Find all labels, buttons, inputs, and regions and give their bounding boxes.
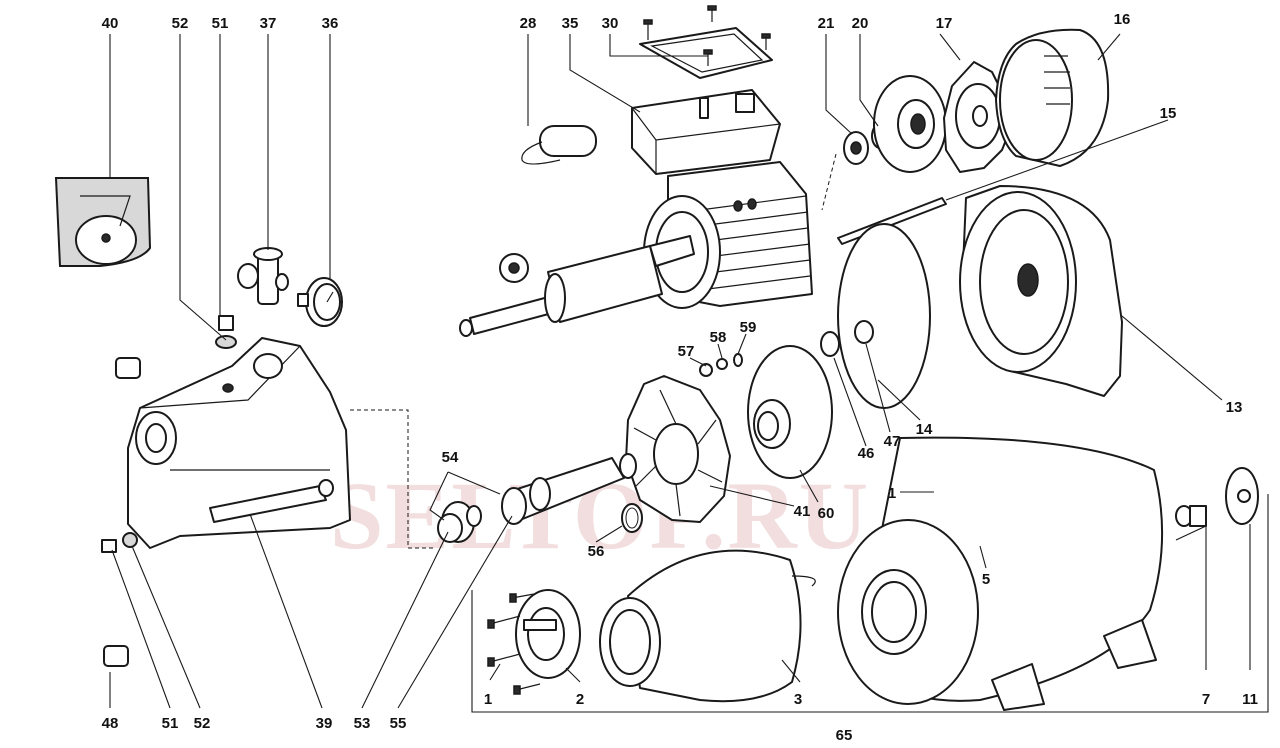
part-1-bolts: [487, 593, 541, 695]
label-48: 48: [102, 715, 119, 732]
label-54: 54: [442, 449, 459, 466]
label-39: 39: [316, 715, 333, 732]
label-60: 60: [818, 505, 835, 522]
label-15: 15: [1160, 105, 1177, 122]
part-51-52-plug: [215, 315, 237, 349]
label-41: 41: [794, 503, 811, 520]
part-7-valve: [1175, 505, 1207, 527]
part-58-washer: [716, 358, 728, 370]
part-11-cap: [1225, 467, 1259, 525]
part-14-disc: [837, 223, 931, 409]
label-30: 30: [602, 15, 619, 32]
part-37-fitting: [237, 247, 289, 305]
label-14: 14: [916, 421, 933, 438]
label-1-bracket: 1: [888, 485, 896, 502]
part-53-nozzle: [437, 501, 482, 543]
part-35-terminal-box: [631, 89, 781, 175]
label-7: 7: [1202, 691, 1210, 708]
part-57-nut: [699, 363, 713, 377]
part-40-cover: [54, 177, 152, 267]
label-46: 46: [858, 445, 875, 462]
label-65: 65: [836, 727, 853, 744]
label-36: 36: [322, 15, 339, 32]
part-56-o-ring: [621, 503, 643, 533]
label-20: 20: [852, 15, 869, 32]
part-48-pipe: [39, 357, 141, 677]
label-37: 37: [260, 15, 277, 32]
part-rotor-shaft: [459, 235, 695, 337]
label-52-top: 52: [172, 15, 189, 32]
label-5: 5: [982, 571, 990, 588]
part-2-flange: [515, 589, 581, 679]
label-1-bolts: 1: [484, 691, 492, 708]
part-16-fan-cover: [995, 28, 1110, 167]
part-41-diffuser: [625, 375, 731, 523]
part-55-venturi: [501, 453, 637, 525]
label-21: 21: [818, 15, 835, 32]
part-60-impeller: [747, 345, 833, 479]
label-16: 16: [1114, 11, 1131, 28]
part-tank: [837, 436, 1164, 711]
label-59: 59: [740, 319, 757, 336]
label-53: 53: [354, 715, 371, 732]
label-57: 57: [678, 343, 695, 360]
label-11: 11: [1242, 691, 1258, 708]
part-47-washer: [854, 320, 874, 344]
part-46-nut: [820, 331, 840, 357]
part-rear-bracket: [873, 75, 947, 173]
leader-lines: [109, 33, 1251, 709]
part-3-membrane: [599, 549, 816, 703]
label-13: 13: [1226, 399, 1243, 416]
part-39-pump-body: [127, 337, 351, 549]
assembly-line-2: [821, 153, 837, 211]
part-28-capacitor: [521, 125, 597, 165]
label-2: 2: [576, 691, 584, 708]
part-51-52-bolt: [101, 532, 138, 553]
label-58: 58: [710, 329, 727, 346]
part-59-washer: [733, 353, 743, 367]
part-number-labels: 40 52 51 37 36 28 35 30 21 20 17 16 15 1…: [102, 11, 1258, 744]
label-3: 3: [794, 691, 802, 708]
label-55: 55: [390, 715, 407, 732]
label-35: 35: [562, 15, 579, 32]
label-51-bottom: 51: [162, 715, 179, 732]
label-56: 56: [588, 543, 605, 560]
label-52-bottom: 52: [194, 715, 211, 732]
part-13-bracket-housing: [959, 185, 1123, 397]
assembly-bracket-65: [471, 494, 1269, 713]
part-motor-housing: [643, 161, 813, 309]
assembly-line-1: [350, 409, 436, 549]
label-17: 17: [936, 15, 953, 32]
label-28: 28: [520, 15, 537, 32]
label-47: 47: [884, 433, 901, 450]
part-36-gauge: [297, 277, 343, 327]
part-30-lid: [639, 5, 773, 79]
label-51-top: 51: [212, 15, 229, 32]
label-40: 40: [102, 15, 119, 32]
part-21-bearing: [843, 131, 869, 165]
